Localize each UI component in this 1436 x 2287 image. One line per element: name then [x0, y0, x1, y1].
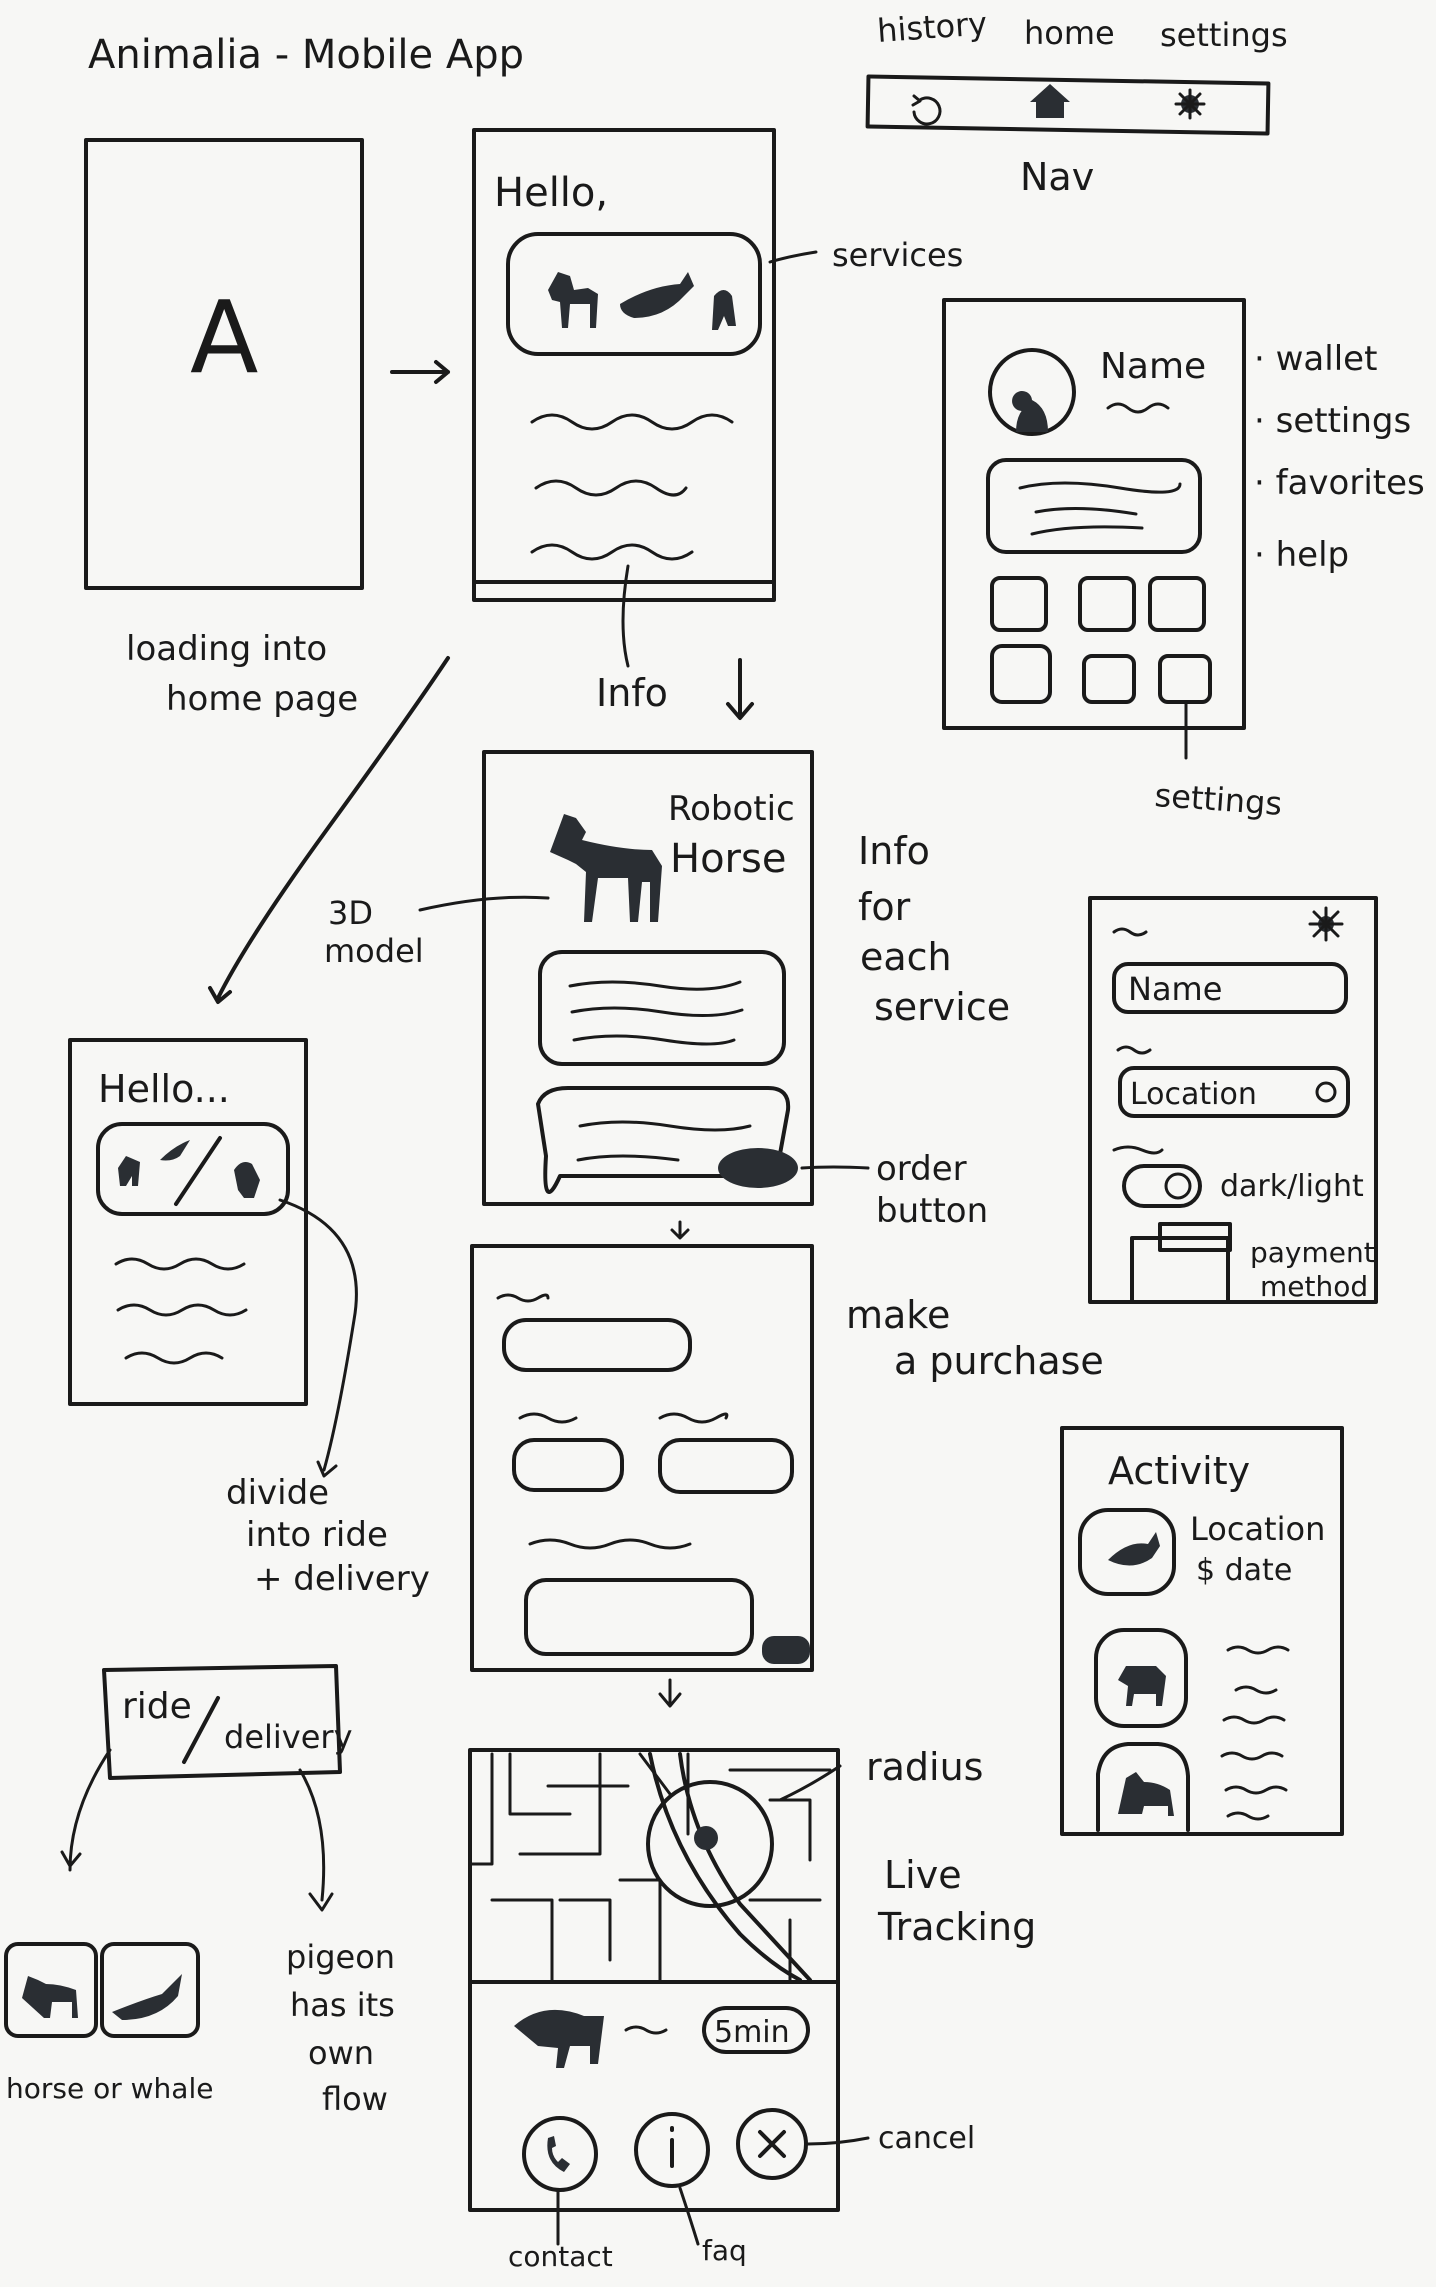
tracking-location-pin: [694, 1826, 718, 1850]
profile-menu-favorites: · favorites: [1254, 463, 1425, 503]
pigeon-label-3: own: [308, 2034, 374, 2072]
nav-caption: Nav: [1020, 155, 1094, 199]
profile-tile-grid: [990, 576, 1212, 704]
purchase-label-line2: a purchase: [894, 1339, 1104, 1383]
activity-location: Location: [1190, 1510, 1325, 1548]
delivery-label: delivery: [224, 1718, 353, 1756]
services-label: services: [832, 236, 963, 274]
tracking-radius-circle: [646, 1780, 774, 1908]
nav-label-history: history: [876, 4, 988, 50]
pigeon-label-2: has its: [290, 1986, 395, 2024]
info-screen-sketch: Robotic Horse 3D model order button Info…: [324, 750, 1010, 1240]
history-icon: [911, 94, 942, 126]
home-icon: [1030, 84, 1070, 118]
activity-price-date: $ date: [1196, 1553, 1292, 1588]
order-button-sketch: [718, 1148, 798, 1188]
horse-or-whale-label: horse or whale: [6, 2072, 213, 2105]
tracking-label-line1: Live: [884, 1853, 962, 1897]
live-tracking-screen-sketch: radius Live Tracking 5min cancel contact…: [468, 1745, 1036, 2273]
info-side-label-1: Info: [858, 829, 930, 873]
split-note-line1: divide: [226, 1473, 329, 1513]
tracking-map-sketch: [470, 1752, 832, 1982]
info-title-line1: Robotic: [668, 789, 795, 829]
sketch-title: Animalia - Mobile App: [88, 32, 524, 78]
app-logo-letter: A: [190, 279, 258, 396]
loading-caption-line2: home page: [166, 679, 358, 719]
cancel-button-sketch: [736, 2108, 808, 2180]
split-greeting: Hello...: [98, 1067, 230, 1111]
profile-menu-wallet: · wallet: [1254, 339, 1377, 379]
order-label-line2: button: [876, 1191, 988, 1231]
tracking-eta: 5min: [714, 2015, 790, 2050]
pigeon-label-1: pigeon: [286, 1938, 395, 1976]
contact-label: contact: [508, 2240, 613, 2273]
split-note-line3: + delivery: [254, 1559, 430, 1599]
profile-screen-sketch: Name settings · wallet · settings · favo…: [942, 298, 1425, 823]
hello-split-screen-sketch: Hello... divide into ride + delivery: [68, 1038, 430, 1599]
settings-name-field: Name: [1128, 970, 1222, 1008]
contact-button-sketch: [522, 2116, 598, 2192]
settings-toggle-label: dark/light: [1220, 1169, 1364, 1204]
profile-menu-settings: · settings: [1254, 401, 1411, 441]
activity-title: Activity: [1108, 1449, 1250, 1493]
settings-location-field: Location: [1130, 1077, 1257, 1112]
settings-payment-line1: payment: [1250, 1236, 1375, 1269]
loading-caption-line1: loading into: [126, 629, 327, 669]
settings-payment-line2: method: [1260, 1270, 1368, 1303]
order-label-line1: order: [876, 1149, 967, 1189]
loading-screen-sketch: A loading into home page: [84, 138, 364, 719]
activity-screen-sketch: Activity Location $ date: [1060, 1426, 1344, 1836]
home-greeting: Hello,: [494, 170, 608, 216]
info-side-label-4: service: [874, 985, 1010, 1029]
profile-name: Name: [1100, 346, 1206, 387]
model-label-line1: 3D: [328, 894, 373, 932]
split-note-line2: into ride: [246, 1515, 388, 1555]
profile-settings-label: settings: [1153, 776, 1283, 823]
nav-label-home: home: [1024, 14, 1115, 52]
radius-label: radius: [866, 1745, 983, 1789]
settings-gear-icon: [1174, 88, 1206, 120]
home-screen-sketch: Hello, services Info: [472, 128, 963, 720]
info-side-label-3: each: [860, 935, 952, 979]
cancel-label: cancel: [878, 2121, 975, 2156]
info-side-label-2: for: [858, 885, 911, 929]
services-animal-icons: [548, 272, 736, 330]
profile-menu-help: · help: [1254, 535, 1349, 575]
model-label-line2: model: [324, 932, 424, 970]
purchase-screen-sketch: make a purchase: [470, 1244, 1104, 1708]
purchase-label-line1: make: [846, 1293, 950, 1337]
avatar: [988, 348, 1076, 436]
settings-screen-sketch: Name Location dark/light payment method: [1088, 896, 1378, 1304]
faq-button-sketch: [634, 2112, 710, 2188]
pigeon-label-4: flow: [322, 2080, 388, 2118]
settings-gear-icon-small: [1308, 906, 1344, 942]
nav-bar-sketch: history home settings Nav: [865, 4, 1288, 199]
info-label: Info: [596, 671, 668, 715]
ride-label: ride: [122, 1686, 192, 1727]
info-title-line2: Horse: [670, 836, 786, 882]
ride-delivery-sketch: ride delivery horse or whale pigeon has …: [4, 1664, 395, 2118]
nav-label-settings: settings: [1160, 16, 1288, 54]
tracking-label-line2: Tracking: [877, 1905, 1036, 1949]
faq-label: faq: [702, 2234, 747, 2267]
